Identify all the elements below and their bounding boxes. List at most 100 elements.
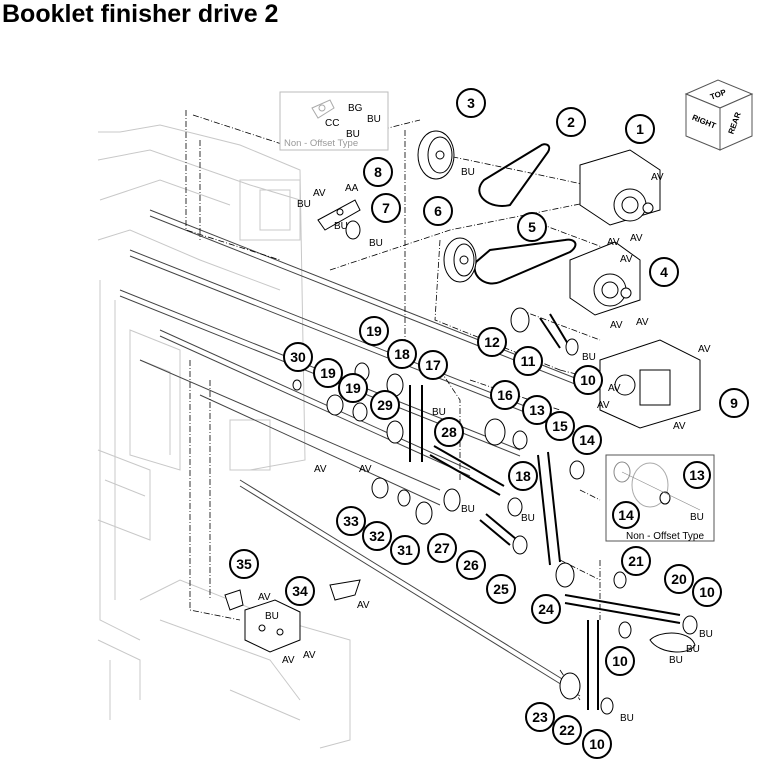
callout-35: 35 [229, 549, 259, 579]
svg-text:19: 19 [345, 380, 361, 396]
callout-27: 27 [427, 533, 457, 563]
svg-text:7: 7 [382, 200, 390, 216]
inset-top-label-bg: BG [348, 103, 363, 114]
label-av: AV [698, 344, 711, 355]
callout-13: 13 [522, 395, 552, 425]
callout-24: 24 [531, 594, 561, 624]
label-bu: BU [297, 199, 311, 210]
callout-19-a: 19 [359, 316, 389, 346]
inset-callout-13: 13 [683, 461, 711, 489]
inset-callout-14: 14 [612, 501, 640, 529]
callout-30: 30 [283, 342, 313, 372]
motor-9 [599, 339, 701, 429]
inset-right: BU Non - Offset Type 14 13 [605, 454, 715, 542]
callout-12: 12 [477, 327, 507, 357]
label-bu: BU [699, 629, 713, 640]
svg-text:10: 10 [589, 736, 605, 752]
svg-text:23: 23 [532, 709, 548, 725]
label-av: AV [636, 317, 649, 328]
svg-text:14: 14 [579, 432, 595, 448]
svg-text:18: 18 [515, 468, 531, 484]
svg-text:12: 12 [484, 334, 500, 350]
callout-14: 14 [572, 425, 602, 455]
callout-20: 20 [664, 564, 694, 594]
svg-text:11: 11 [521, 353, 536, 369]
svg-text:30: 30 [290, 349, 306, 365]
label-bu: BU [461, 504, 475, 515]
svg-text:10: 10 [612, 653, 628, 669]
callouts: 1 2 3 4 5 6 7 8 9 10 10 10 10 11 12 13 1… [229, 88, 749, 759]
svg-text:27: 27 [434, 540, 450, 556]
svg-text:8: 8 [374, 164, 382, 180]
callout-26: 26 [456, 550, 486, 580]
inset-right-label-bu: BU [690, 512, 704, 523]
callout-15: 15 [545, 411, 575, 441]
callout-8: 8 [363, 157, 393, 187]
callout-16: 16 [490, 380, 520, 410]
label-av: AV [597, 400, 610, 411]
svg-text:33: 33 [343, 513, 359, 529]
belt-28 [429, 445, 505, 496]
callout-9: 9 [719, 388, 749, 418]
pulley-6 [443, 237, 477, 283]
motor-4 [569, 241, 641, 316]
inset-top-caption: Non - Offset Type [284, 138, 358, 149]
label-aa: AA [345, 183, 359, 194]
callout-10-b: 10 [692, 577, 722, 607]
page-title: Booklet finisher drive 2 [2, 0, 279, 28]
inset-top-label-bu-1: BU [367, 114, 381, 125]
drive-shafts [119, 209, 581, 697]
svg-text:14: 14 [618, 507, 634, 523]
svg-text:15: 15 [552, 418, 568, 434]
label-av: AV [630, 233, 643, 244]
callout-3: 3 [456, 88, 486, 118]
callout-19-b: 19 [313, 358, 343, 388]
belt-11 [539, 313, 569, 349]
svg-text:21: 21 [628, 553, 644, 569]
svg-text:31: 31 [397, 542, 413, 558]
label-bu: BU [265, 611, 279, 622]
callout-19-c: 19 [338, 373, 368, 403]
label-av: AV [610, 320, 623, 331]
label-bu: BU [461, 167, 475, 178]
callout-18-a: 18 [387, 339, 417, 369]
callout-10-d: 10 [582, 729, 612, 759]
label-av: AV [359, 464, 372, 475]
label-av: AV [607, 237, 620, 248]
pulley-3 [417, 130, 455, 180]
callout-34: 34 [285, 576, 315, 606]
label-av: AV [357, 600, 370, 611]
bracket-8 [317, 199, 361, 231]
belt-15 [537, 451, 561, 566]
belt-26 [479, 513, 517, 546]
fastener-labels: AV AV AV AV AV AV AV AV AV AV AV AV AV A… [258, 167, 713, 724]
callout-22: 22 [552, 715, 582, 745]
callout-1: 1 [625, 114, 655, 144]
svg-text:19: 19 [320, 365, 336, 381]
callout-29: 29 [370, 390, 400, 420]
belt-2 [478, 143, 551, 207]
svg-text:18: 18 [394, 346, 410, 362]
label-av: AV [608, 383, 621, 394]
callout-5: 5 [517, 212, 547, 242]
svg-text:24: 24 [538, 601, 554, 617]
label-av: AV [313, 188, 326, 199]
label-bu: BU [369, 238, 383, 249]
svg-text:34: 34 [292, 583, 308, 599]
belt-17 [409, 385, 423, 462]
svg-text:1: 1 [636, 121, 644, 137]
inset-top: BG BU CC BU Non - Offset Type [279, 91, 389, 151]
svg-text:9: 9 [730, 395, 738, 411]
svg-text:13: 13 [529, 402, 545, 418]
svg-text:28: 28 [441, 424, 457, 440]
belt-22 [587, 620, 599, 710]
svg-text:32: 32 [369, 528, 385, 544]
callout-2: 2 [556, 107, 586, 137]
belt-20 [564, 594, 681, 624]
svg-text:26: 26 [463, 557, 479, 573]
callout-23: 23 [525, 702, 555, 732]
callout-10-a: 10 [573, 365, 603, 395]
label-bu: BU [686, 644, 700, 655]
callout-11: 11 [513, 346, 543, 376]
